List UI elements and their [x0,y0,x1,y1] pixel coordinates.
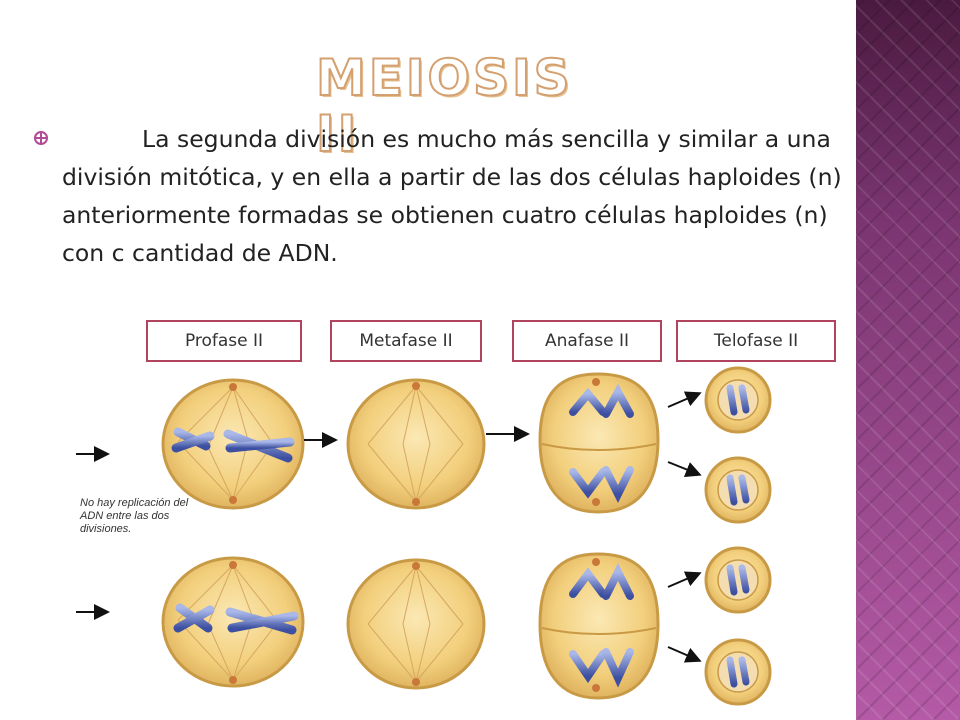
decorative-sidebar [856,0,960,720]
arrow [667,571,702,588]
cell-metafase-top [346,378,486,510]
cell-telofase-1 [704,366,772,434]
phase-label-telofase: Telofase II [676,320,836,362]
cell-profase-top [161,378,305,510]
cell-telofase-3 [704,546,772,614]
cell-telofase-2 [704,456,772,524]
cell-anafase-bottom [538,552,660,700]
slide-title: MEIOSIS II [315,49,573,163]
cell-profase-bottom [161,556,305,688]
arrow [667,461,702,477]
phase-label-anafase: Anafase II [512,320,662,362]
bullet-text: La segunda división es mucho más sencill… [62,125,842,267]
diagram-note: No hay replicación del ADN entre las dos… [80,497,189,535]
cell-metafase-bottom [346,558,486,690]
meiosis-ii-diagram [76,366,772,706]
bullet-cross-circle-icon [34,131,48,145]
phase-label-metafase: Metafase II [330,320,482,362]
cell-telofase-4 [704,638,772,706]
cell-anafase-top [538,372,660,514]
arrow [667,391,702,408]
phase-label-profase: Profase II [146,320,302,362]
arrow [667,646,702,663]
